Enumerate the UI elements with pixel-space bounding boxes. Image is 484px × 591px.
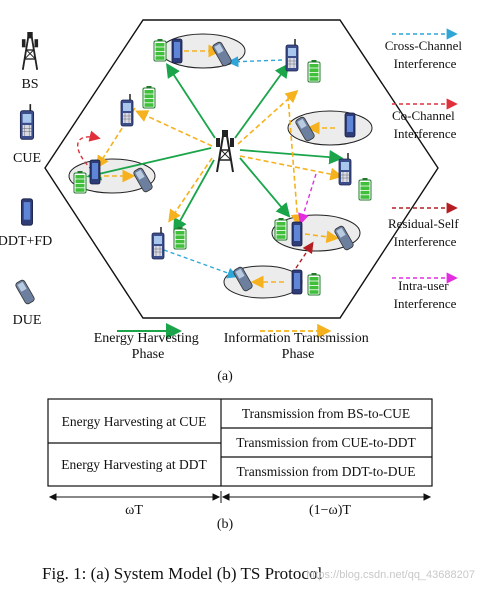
legend-information-transmission: Information Transmission Phase (224, 331, 373, 362)
cue-left-top-icon (120, 93, 134, 127)
bs-legend-icon (20, 31, 39, 71)
battery-icon (307, 272, 321, 296)
figure-caption: Fig. 1: (a) System Model (b) TS Protocol (42, 564, 322, 583)
legend-due-label: DUE (13, 313, 42, 328)
battery-icon (358, 177, 372, 201)
base-station-icon (215, 129, 235, 173)
legend-ddt-fd-label: DDT+FD (0, 234, 52, 249)
intra-user-arrow (298, 173, 317, 225)
label-a: (a) (217, 369, 233, 384)
time-label-omega-t: ωT (125, 503, 143, 518)
cue-top-right-icon (285, 38, 299, 72)
battery-icon (173, 226, 187, 250)
ddt-icon (291, 221, 303, 247)
residual-self-arrow (295, 241, 314, 269)
legend-energy-harvesting-line2: Phase (132, 347, 165, 362)
watermark: https://blog.csdn.net/qq_43688207 (306, 569, 475, 581)
legend-energy-harvesting: Energy Harvesting Phase (94, 331, 203, 362)
battery-icon (153, 38, 167, 62)
legend-bs-label: BS (21, 77, 38, 92)
cell-energy-harvesting-ddt: Energy Harvesting at DDT (61, 457, 207, 472)
cell-hexagon (44, 19, 439, 319)
ddt-icon (344, 112, 356, 138)
cross-channel-arrows (163, 56, 283, 279)
cell-energy-harvesting-cue: Energy Harvesting at CUE (62, 414, 207, 429)
legend-cross-channel-line2: Interference (394, 56, 457, 71)
energy-harvesting-arrows (86, 62, 344, 234)
information-transmission-arrows (96, 44, 344, 289)
label-b: (b) (217, 517, 234, 532)
co-channel-arrow (77, 130, 101, 171)
ddt-icon (89, 159, 101, 185)
ddt-icon (171, 38, 183, 64)
battery-icon (274, 217, 288, 241)
legend-residual-self-line2: Interference (394, 234, 457, 249)
legend-information-transmission-line2: Phase (282, 347, 315, 362)
ddt-icon (291, 269, 303, 295)
time-axis (48, 491, 432, 503)
cue-right-mid-icon (338, 152, 352, 186)
cell-ddt-to-due: Transmission from DDT-to-DUE (236, 464, 415, 479)
due-legend-icon (14, 278, 36, 306)
legend-intra-user-line2: Interference (394, 296, 457, 311)
legend-co-channel-line2: Interference (394, 126, 457, 141)
legend-cue-label: CUE (13, 151, 41, 166)
battery-icon (73, 170, 87, 194)
legend-residual-self: Residual-Self Interference (388, 216, 462, 249)
ddt-fd-legend-icon (20, 198, 34, 226)
ts-protocol-table (47, 398, 433, 487)
legend-cross-channel: Cross-Channel Interference (385, 38, 466, 71)
cue-legend-icon (19, 103, 35, 141)
battery-icon (142, 85, 156, 109)
legend-intra-user: Intra-user Interference (394, 278, 457, 311)
cell-bs-to-cue: Transmission from BS-to-CUE (242, 406, 410, 421)
cell-cue-to-ddt: Transmission from CUE-to-DDT (236, 435, 416, 450)
time-label-one-minus-omega-t: (1−ω)T (309, 503, 351, 518)
cue-bottom-left-icon (151, 226, 165, 260)
legend-co-channel: Co-Channel Interference (392, 108, 458, 141)
battery-icon (307, 59, 321, 83)
